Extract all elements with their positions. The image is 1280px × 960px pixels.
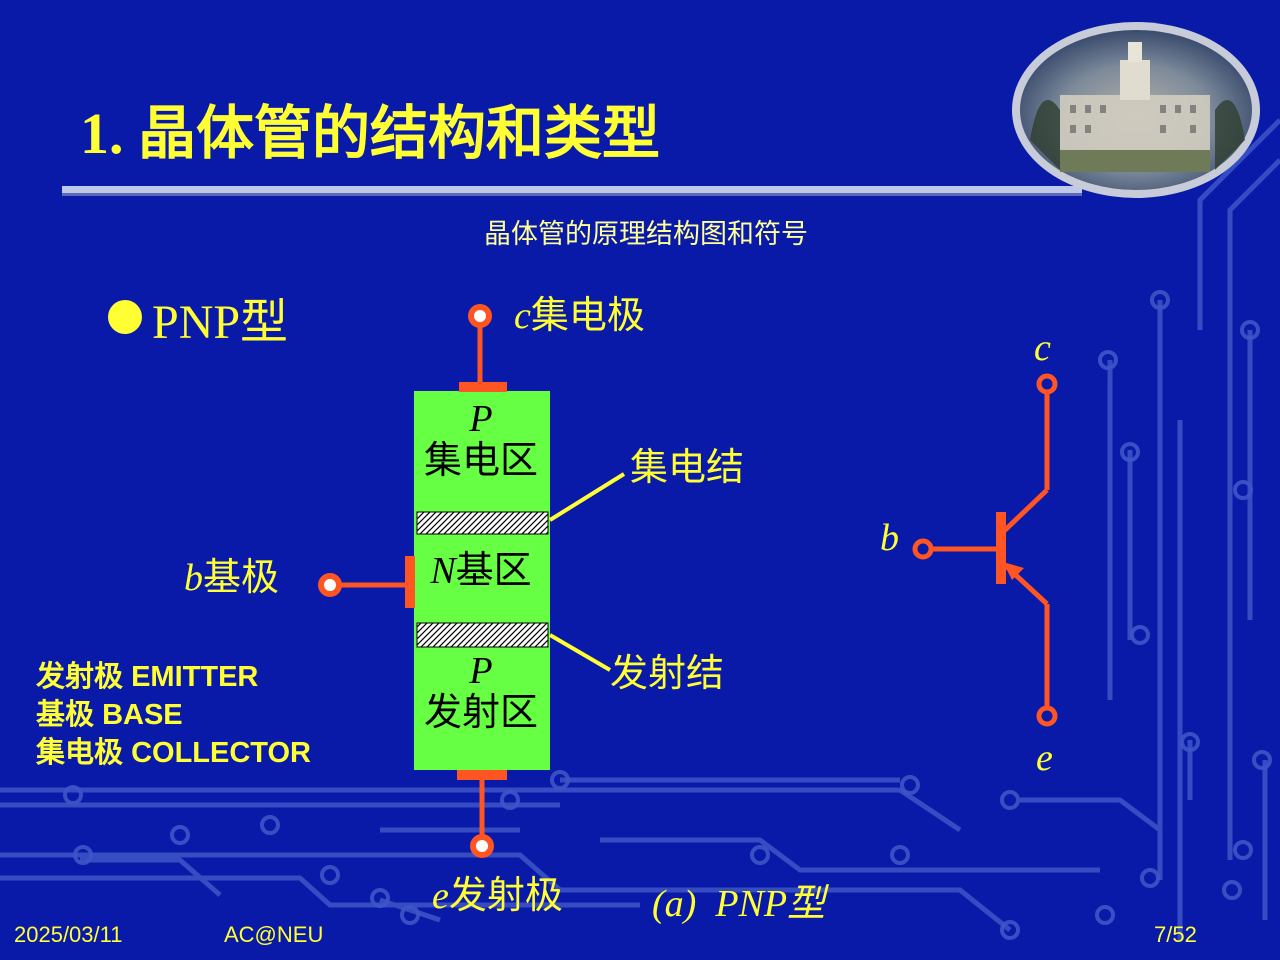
base-contact <box>405 556 415 608</box>
diagram-caption: (a) PNP型 <box>652 872 825 927</box>
collector-region: P 集电区 <box>414 398 548 482</box>
symbol-c-label: c <box>1034 327 1051 369</box>
glossary: 发射极 EMITTER 基极 BASE 集电极 COLLECTOR <box>36 658 311 772</box>
emitter-junction-leader <box>548 633 612 672</box>
caption-type: PNP型 <box>715 883 826 925</box>
base-label: b基极 <box>184 546 279 601</box>
emitter-contact <box>457 770 507 780</box>
emitter-junction-label: 发射结 <box>610 653 725 695</box>
base-letter: b <box>184 557 203 599</box>
emitter-name: 发射极 <box>448 875 563 917</box>
emitter-label: e发射极 <box>432 864 563 919</box>
bullet-pnp: PNP型 <box>108 282 288 352</box>
footer-date: 2025/03/11 <box>14 922 123 947</box>
symbol-collector-terminal <box>1036 373 1058 395</box>
glossary-en: BASE <box>102 699 183 731</box>
base-name: 基极 <box>203 557 280 599</box>
glossary-cn: 发射极 <box>36 661 124 693</box>
collector-junction-leader <box>548 472 626 522</box>
bullet-text: PNP型 <box>152 296 289 349</box>
glossary-en: COLLECTOR <box>131 737 311 769</box>
page-title: 1. 晶体管的结构和类型 <box>80 101 661 166</box>
emitter-terminal <box>470 834 494 858</box>
emitter-region-name: 发射区 <box>423 692 538 734</box>
collector-label: c集电极 <box>514 284 645 339</box>
emitter-junction-strip <box>416 622 549 648</box>
emitter-letter: e <box>432 875 449 917</box>
caption-paren: (a) <box>652 883 697 925</box>
glossary-cn: 集电极 <box>36 737 124 769</box>
emitter-region-type: P <box>469 650 493 692</box>
glossary-row: 集电极 COLLECTOR <box>36 734 311 772</box>
symbol-base-terminal <box>912 538 934 560</box>
diagram-subtitle: 晶体管的原理结构图和符号 <box>484 219 808 249</box>
collector-region-name: 集电区 <box>423 440 538 482</box>
collector-letter: c <box>514 295 531 337</box>
glossary-cn: 基极 <box>36 699 95 731</box>
collector-region-type: P <box>469 398 493 440</box>
symbol-b-label: b <box>880 517 899 559</box>
collector-junction-label: 集电结 <box>630 447 745 489</box>
base-terminal <box>318 573 342 597</box>
semiconductor-body <box>414 391 550 770</box>
collector-junction-strip <box>416 511 549 535</box>
base-region-type: N <box>430 550 456 592</box>
symbol-emitter-terminal <box>1036 705 1058 727</box>
base-region-name: 基区 <box>455 550 532 592</box>
symbol-emitter-arrow <box>1003 562 1024 580</box>
bullet-dot-icon <box>108 300 142 334</box>
symbol-base-bar <box>996 512 1006 584</box>
footer-org: AC@NEU <box>224 922 324 947</box>
base-region: N基区 <box>414 550 548 592</box>
symbol-e-label: e <box>1036 737 1053 779</box>
glossary-row: 基极 BASE <box>36 696 311 734</box>
collector-name: 集电极 <box>530 295 645 337</box>
collector-contact <box>459 382 507 392</box>
collector-terminal <box>468 304 492 328</box>
footer-page-number: 7/52 <box>1154 922 1197 947</box>
glossary-row: 发射极 EMITTER <box>36 658 311 696</box>
glossary-en: EMITTER <box>131 661 259 693</box>
emitter-region: P 发射区 <box>414 650 548 734</box>
